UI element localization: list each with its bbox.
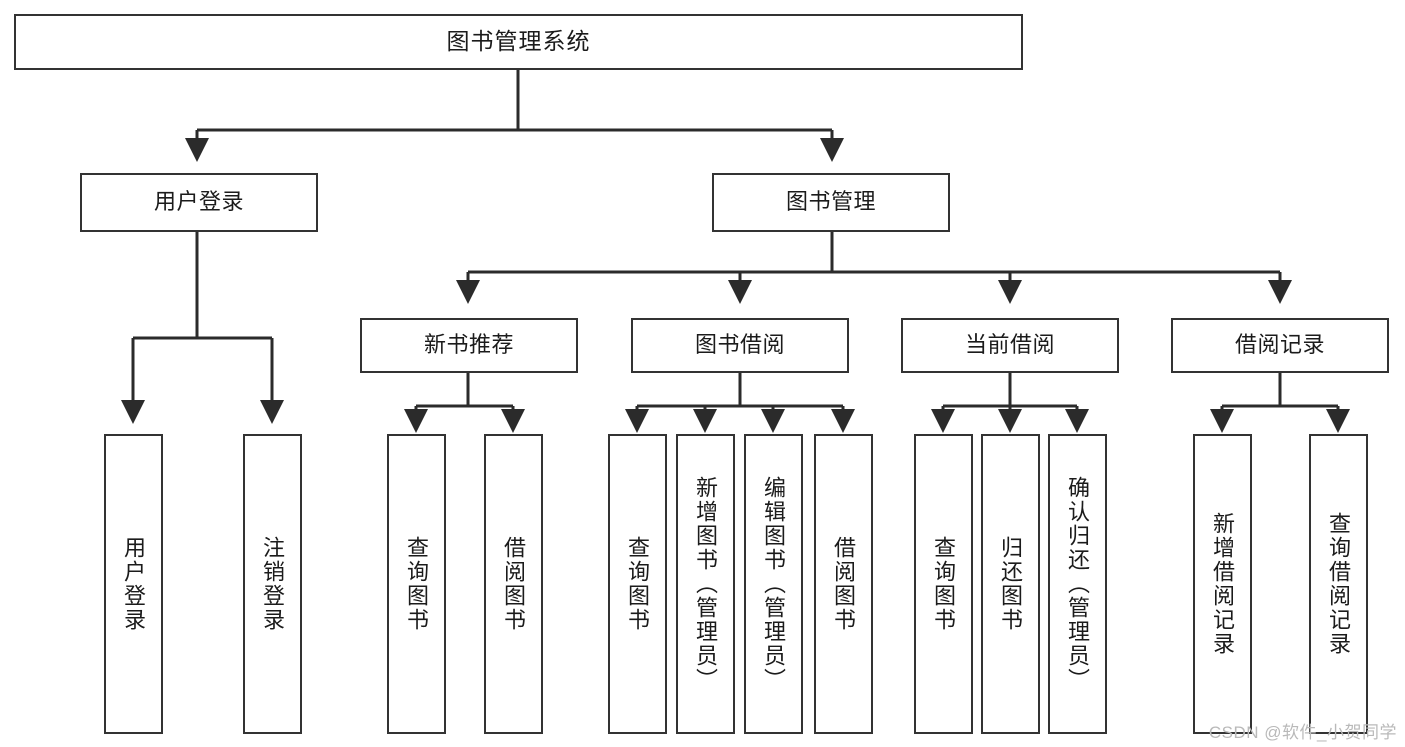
node-leaf-add-borrow-record[interactable]: 新增借阅记录 (1193, 434, 1252, 734)
node-book-management-system[interactable]: 图书管理系统 (14, 14, 1023, 70)
node-leaf-return-book[interactable]: 归还图书 (981, 434, 1040, 734)
node-label: 查询图书 (625, 536, 651, 632)
node-label: 借阅图书 (831, 536, 857, 632)
node-new-book-recommend[interactable]: 新书推荐 (360, 318, 578, 373)
node-leaf-add-book[interactable]: 新增图书（管理员） (676, 434, 735, 734)
node-book-borrow[interactable]: 图书借阅 (631, 318, 849, 373)
node-leaf-query-book-recommend[interactable]: 查询图书 (387, 434, 446, 734)
csdn-watermark: CSDN @软件_小贺同学 (1208, 723, 1397, 742)
node-label: 借阅图书 (501, 536, 527, 632)
node-label: 用户登录 (153, 189, 244, 215)
node-label: 新增借阅记录 (1210, 512, 1236, 656)
node-label: 图书管理 (785, 189, 876, 215)
node-label: 新书推荐 (423, 332, 514, 358)
node-label: 图书借阅 (694, 332, 785, 358)
node-label: 当前借阅 (964, 332, 1055, 358)
node-leaf-user-login[interactable]: 用户登录 (104, 434, 163, 734)
node-label: 注销登录 (260, 536, 286, 632)
node-label: 确认归还（管理员） (1065, 476, 1091, 692)
node-label: 编辑图书（管理员） (761, 476, 787, 692)
node-label: 查询图书 (931, 536, 957, 632)
node-leaf-borrow-book-recommend[interactable]: 借阅图书 (484, 434, 543, 734)
node-leaf-confirm-return[interactable]: 确认归还（管理员） (1048, 434, 1107, 734)
node-label: 查询借阅记录 (1326, 512, 1352, 656)
node-label: 归还图书 (998, 536, 1024, 632)
node-label: 借阅记录 (1234, 332, 1325, 358)
node-current-borrow[interactable]: 当前借阅 (901, 318, 1119, 373)
node-leaf-logout-login[interactable]: 注销登录 (243, 434, 302, 734)
node-leaf-query-borrow-record[interactable]: 查询借阅记录 (1309, 434, 1368, 734)
node-label: 用户登录 (121, 536, 147, 632)
node-label: 新增图书（管理员） (693, 476, 719, 692)
node-borrow-record[interactable]: 借阅记录 (1171, 318, 1389, 373)
node-leaf-query-book-borrow[interactable]: 查询图书 (608, 434, 667, 734)
node-leaf-borrow-book[interactable]: 借阅图书 (814, 434, 873, 734)
node-book-management[interactable]: 图书管理 (712, 173, 950, 232)
node-label: 查询图书 (404, 536, 430, 632)
node-user-login[interactable]: 用户登录 (80, 173, 318, 232)
node-leaf-edit-book[interactable]: 编辑图书（管理员） (744, 434, 803, 734)
node-label: 图书管理系统 (446, 28, 591, 55)
node-leaf-query-book-current[interactable]: 查询图书 (914, 434, 973, 734)
